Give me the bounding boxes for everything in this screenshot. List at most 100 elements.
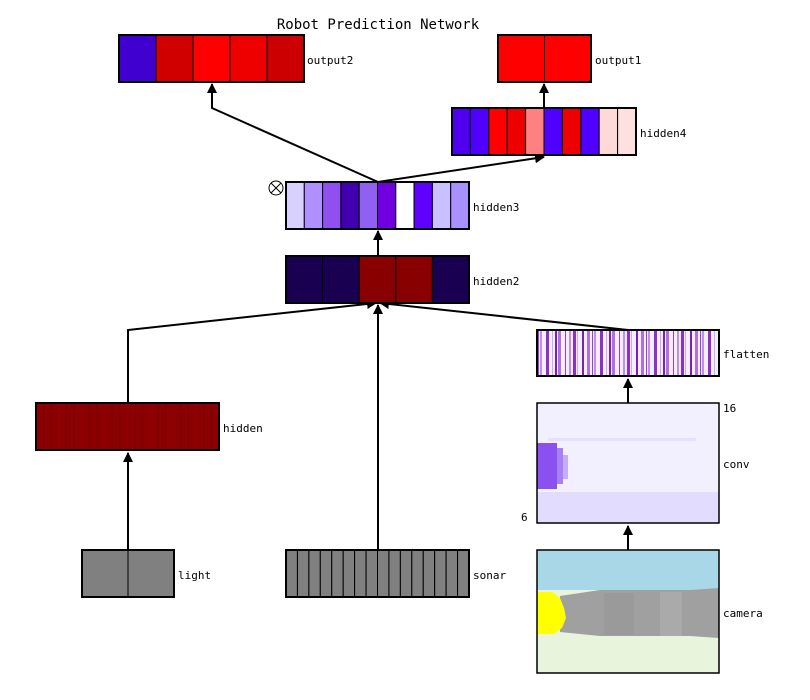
unit-cell[interactable] xyxy=(399,549,413,598)
layer-hidden3[interactable]: hidden3 xyxy=(268,180,519,230)
layer-label-hidden3: hidden3 xyxy=(473,201,519,214)
unit-cell[interactable] xyxy=(229,34,268,83)
layer-conv[interactable]: conv 16 6 xyxy=(521,402,750,524)
camera-sky xyxy=(537,550,719,590)
unit-stripe xyxy=(654,331,657,375)
unit-stripe xyxy=(600,331,603,375)
layer-border xyxy=(81,549,175,598)
conv-upper-line xyxy=(548,438,696,441)
layer-label-sonar: sonar xyxy=(473,569,506,582)
unit-stripe xyxy=(569,331,571,375)
layer-label-hidden2: hidden2 xyxy=(473,275,519,288)
edge-hidden3-output2 xyxy=(207,83,379,183)
layer-border xyxy=(285,181,470,230)
edge-hidden3-hidden4 xyxy=(377,153,545,183)
layer-border xyxy=(285,549,470,598)
unit-cell[interactable] xyxy=(450,181,470,230)
unit-cell[interactable] xyxy=(296,549,310,598)
unit-cell[interactable] xyxy=(340,181,360,230)
layer-sonar[interactable]: sonar xyxy=(285,549,506,598)
unit-cell[interactable] xyxy=(81,549,129,598)
unit-cell[interactable] xyxy=(561,107,582,156)
unit-cell[interactable] xyxy=(488,107,508,156)
camera-wall-shade-2 xyxy=(660,592,682,636)
unit-cell[interactable] xyxy=(395,255,433,304)
unit-stripe xyxy=(702,331,704,375)
unit-stripe xyxy=(636,331,638,375)
unit-cell[interactable] xyxy=(395,181,415,230)
unit-stripe xyxy=(552,331,553,375)
layer-hidden2[interactable]: hidden2 xyxy=(285,255,519,304)
conv-dim-top: 16 xyxy=(723,402,736,415)
unit-stripe xyxy=(695,331,698,375)
unit-cell[interactable] xyxy=(497,34,545,83)
unit-cell[interactable] xyxy=(388,549,401,598)
unit-cell[interactable] xyxy=(303,181,324,230)
layer-label-hidden4: hidden4 xyxy=(640,127,687,140)
dropout-icon[interactable] xyxy=(268,180,284,196)
unit-cell[interactable] xyxy=(331,549,344,598)
unit-stripe xyxy=(619,331,620,375)
layer-border xyxy=(497,34,592,83)
unit-cell[interactable] xyxy=(413,181,433,230)
unit-cell[interactable] xyxy=(543,107,563,156)
unit-cell[interactable] xyxy=(354,549,367,598)
unit-cell[interactable] xyxy=(266,34,305,83)
unit-cell[interactable] xyxy=(285,255,324,304)
unit-cell[interactable] xyxy=(431,181,452,230)
unit-cell[interactable] xyxy=(469,107,490,156)
unit-stripe xyxy=(677,331,679,375)
unit-stripe xyxy=(673,331,674,375)
unit-cell[interactable] xyxy=(544,34,592,83)
unit-cell[interactable] xyxy=(411,549,424,598)
unit-cell[interactable] xyxy=(308,549,321,598)
unit-cell[interactable] xyxy=(155,34,194,83)
unit-cell[interactable] xyxy=(377,181,397,230)
layer-output2[interactable]: output2 xyxy=(118,34,353,83)
layer-label-output1: output1 xyxy=(595,54,641,67)
layer-hidden4[interactable]: hidden4 xyxy=(451,107,687,156)
unit-cell[interactable] xyxy=(457,549,470,598)
layer-border xyxy=(536,402,720,524)
unit-cell[interactable] xyxy=(322,255,360,304)
conv-lower-band xyxy=(537,492,719,523)
unit-cell[interactable] xyxy=(580,107,600,156)
layer-output1[interactable]: output1 xyxy=(497,34,641,83)
unit-cell[interactable] xyxy=(422,549,436,598)
unit-stripe xyxy=(558,331,561,375)
unit-cell[interactable] xyxy=(598,107,619,156)
unit-cell[interactable] xyxy=(431,255,470,304)
unit-cell[interactable] xyxy=(127,549,175,598)
layer-camera[interactable]: camera xyxy=(536,549,763,674)
unit-cell[interactable] xyxy=(445,549,459,598)
edge-hidden-hidden2 xyxy=(127,299,377,403)
layer-label-light: light xyxy=(178,569,211,582)
unit-cell[interactable] xyxy=(285,181,305,230)
unit-stripe xyxy=(577,331,578,375)
layer-light[interactable]: light xyxy=(81,549,211,598)
unit-cell[interactable] xyxy=(365,549,378,598)
layer-flatten[interactable]: flatten xyxy=(536,329,769,377)
unit-cell[interactable] xyxy=(319,549,333,598)
layer-hidden[interactable]: hidden xyxy=(35,402,263,451)
unit-cell[interactable] xyxy=(118,34,157,83)
unit-cell[interactable] xyxy=(285,549,298,598)
unit-cell[interactable] xyxy=(342,549,356,598)
unit-stripe xyxy=(592,331,593,375)
layer-label-camera: camera xyxy=(723,607,763,620)
unit-stripe xyxy=(546,331,549,375)
unit-cell[interactable] xyxy=(322,181,342,230)
unit-stripe xyxy=(606,331,607,375)
unit-cell[interactable] xyxy=(358,255,397,304)
unit-cell[interactable] xyxy=(451,107,471,156)
unit-cell[interactable] xyxy=(506,107,527,156)
unit-cell[interactable] xyxy=(377,549,390,598)
conv-blob-edge xyxy=(557,448,563,484)
unit-cell[interactable] xyxy=(192,34,231,83)
unit-cell[interactable] xyxy=(617,107,637,156)
unit-cell[interactable] xyxy=(434,549,447,598)
unit-cell[interactable] xyxy=(358,181,379,230)
camera-wall-shade xyxy=(604,593,634,635)
unit-cell[interactable] xyxy=(525,107,545,156)
